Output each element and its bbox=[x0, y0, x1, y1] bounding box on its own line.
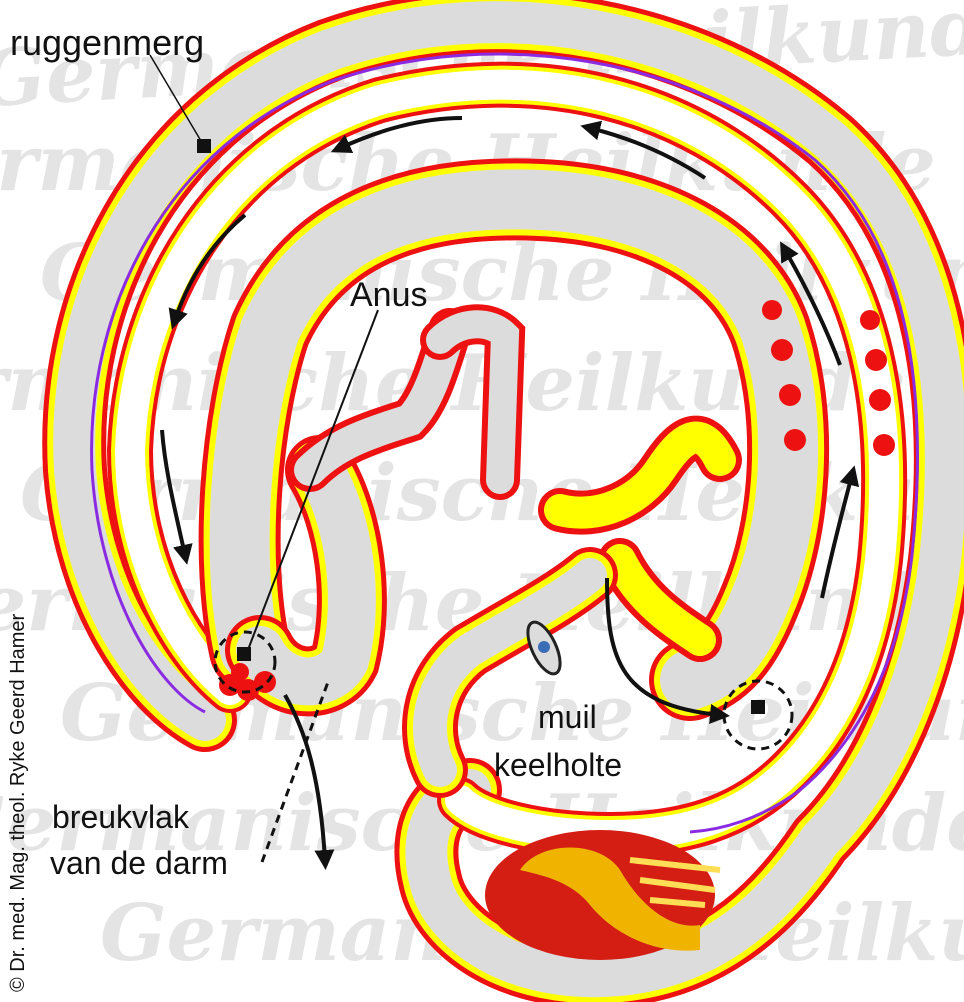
spinal-cord-line bbox=[90, 52, 919, 834]
heart bbox=[485, 830, 721, 960]
mouth-eye bbox=[526, 620, 562, 676]
blob bbox=[231, 663, 249, 681]
arrow-icon bbox=[168, 213, 247, 330]
anus-marker-circle bbox=[213, 630, 277, 694]
gut-branch-left-top-fill bbox=[426, 310, 520, 494]
bump bbox=[771, 339, 793, 361]
body-band-gray bbox=[53, 1, 964, 998]
bump bbox=[860, 310, 880, 330]
gut-gray bbox=[209, 169, 819, 710]
label-spinal-cord: ruggenmerg bbox=[10, 22, 204, 63]
gut-bumps bbox=[762, 300, 895, 456]
arrow-icon bbox=[330, 116, 463, 154]
gut-tube bbox=[198, 158, 830, 798]
label-mouth: muil bbox=[538, 699, 597, 735]
pharynx-tube-gray bbox=[413, 558, 607, 787]
bump bbox=[784, 429, 806, 451]
arrow-icon bbox=[283, 694, 335, 870]
leader-spinal bbox=[149, 54, 205, 147]
leader-break bbox=[260, 681, 330, 863]
gut-branch-right-fill bbox=[544, 421, 736, 529]
label-break-surface-line1: breukvlak bbox=[52, 799, 190, 835]
bump bbox=[779, 384, 801, 406]
pharynx-marker-square bbox=[751, 700, 765, 714]
blob bbox=[237, 679, 259, 701]
channel-white bbox=[115, 69, 900, 850]
arrow-icon bbox=[605, 577, 730, 724]
embryo-outer-body bbox=[42, 0, 964, 1002]
copyright-text: © Dr. med. Mag. theol. Ryke Geerd Hamer bbox=[7, 613, 29, 992]
gut-lower-loop-gray bbox=[236, 446, 376, 706]
bump bbox=[869, 389, 891, 411]
heart-lines bbox=[629, 857, 721, 908]
labels: ruggenmerg Anus muil keelholte breukvlak… bbox=[7, 22, 622, 992]
bump bbox=[865, 349, 887, 371]
bump bbox=[873, 434, 895, 456]
leader-lines bbox=[149, 54, 379, 863]
label-break-surface-line2: van de darm bbox=[50, 845, 228, 881]
flow-arrows bbox=[160, 116, 860, 870]
leader-anus bbox=[245, 309, 379, 656]
label-pharynx: keelholte bbox=[494, 747, 622, 783]
gut-branch-right-down-fill bbox=[604, 544, 716, 656]
bump bbox=[762, 300, 782, 320]
arrow-icon bbox=[820, 465, 860, 599]
label-anus: Anus bbox=[350, 276, 428, 314]
arrow-icon bbox=[160, 429, 193, 565]
pharynx-marker-circle bbox=[722, 679, 794, 751]
arrow-icon bbox=[580, 120, 707, 180]
eye-pupil bbox=[538, 641, 550, 653]
heart-inner bbox=[520, 847, 700, 951]
arrow-icon bbox=[780, 241, 842, 366]
